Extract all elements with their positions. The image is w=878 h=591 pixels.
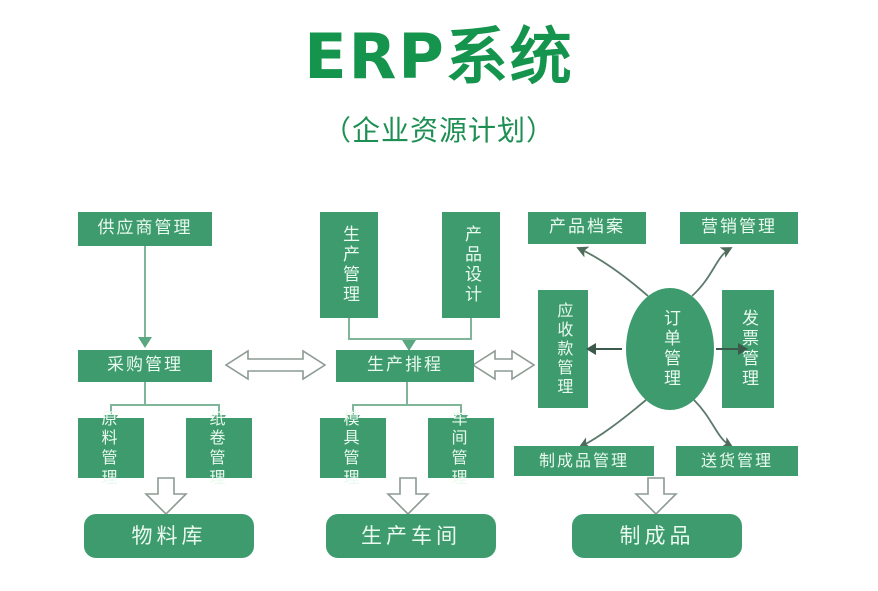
node-supplier-mgmt[interactable]: 供应商管理 <box>78 212 212 246</box>
arrowhead-order-to-receivables <box>586 343 596 355</box>
arrowhead-supplier-to-purchase <box>138 337 152 348</box>
connector-purchase-schedule-link <box>224 349 327 381</box>
node-workshop-mgmt-label: 车间管理 <box>451 408 471 487</box>
line-purchase-to-raw <box>110 404 112 418</box>
line-purchase-to-paper <box>218 404 220 418</box>
node-receivables-mgmt[interactable]: 应收款管理 <box>538 290 588 408</box>
connector-goods-to-finished <box>634 477 678 516</box>
line-order-to-receivables <box>594 348 622 350</box>
node-workshop-mgmt[interactable]: 车间管理 <box>428 409 494 487</box>
node-order-mgmt[interactable]: 订单管理 <box>626 288 714 410</box>
line-purchase-bus <box>110 404 220 406</box>
line-purchase-stem <box>144 382 146 404</box>
node-production-mgmt[interactable]: 生产管理 <box>320 212 378 318</box>
connector-order-to-product-archive <box>576 246 649 297</box>
line-schedule-stem <box>406 382 408 404</box>
page-title: ERP系统 <box>304 20 574 93</box>
connector-order-to-marketing <box>691 247 733 297</box>
node-marketing-mgmt[interactable]: 营销管理 <box>680 212 798 244</box>
arrowhead-order-to-invoice <box>738 343 748 355</box>
node-material-warehouse[interactable]: 物料库 <box>84 514 254 558</box>
node-product-design[interactable]: 产品设计 <box>442 212 500 318</box>
node-paper-roll-mgmt[interactable]: 纸卷管理 <box>186 409 252 487</box>
connector-materials-to-warehouse <box>144 477 188 516</box>
node-product-archive[interactable]: 产品档案 <box>528 212 646 244</box>
node-paper-roll-mgmt-label: 纸卷管理 <box>209 408 229 487</box>
node-purchase-mgmt[interactable]: 采购管理 <box>78 350 212 382</box>
node-production-schedule[interactable]: 生产排程 <box>336 350 474 382</box>
node-invoice-mgmt[interactable]: 发票管理 <box>722 290 774 408</box>
line-product-design-down <box>470 318 472 338</box>
connector-order-to-finished-goods-mgmt <box>578 399 647 448</box>
node-raw-material-mgmt-label: 原料管理 <box>101 408 121 487</box>
node-delivery-mgmt[interactable]: 送货管理 <box>676 446 798 476</box>
node-mold-mgmt[interactable]: 模具管理 <box>320 409 386 487</box>
line-order-to-invoice <box>716 348 740 350</box>
node-finished-goods-mgmt[interactable]: 制成品管理 <box>514 446 654 476</box>
arrowhead-to-production-schedule <box>402 340 416 351</box>
node-raw-material-mgmt[interactable]: 原料管理 <box>78 409 144 487</box>
connector-schedule-receivables-link <box>471 349 536 381</box>
line-schedule-to-workshop <box>460 404 462 418</box>
line-supplier-to-purchase <box>144 246 146 339</box>
connector-order-to-delivery <box>693 399 734 448</box>
line-production-bus <box>348 338 472 340</box>
line-production-mgmt-down <box>348 318 350 338</box>
line-schedule-bus <box>352 404 462 406</box>
page-subtitle: （企业资源计划） <box>322 114 555 147</box>
node-mold-mgmt-label: 模具管理 <box>343 408 363 487</box>
line-schedule-to-mold <box>352 404 354 418</box>
node-production-workshop[interactable]: 生产车间 <box>326 514 496 558</box>
connector-mold-workshop-to-output <box>386 477 430 516</box>
node-finished-goods[interactable]: 制成品 <box>572 514 742 558</box>
